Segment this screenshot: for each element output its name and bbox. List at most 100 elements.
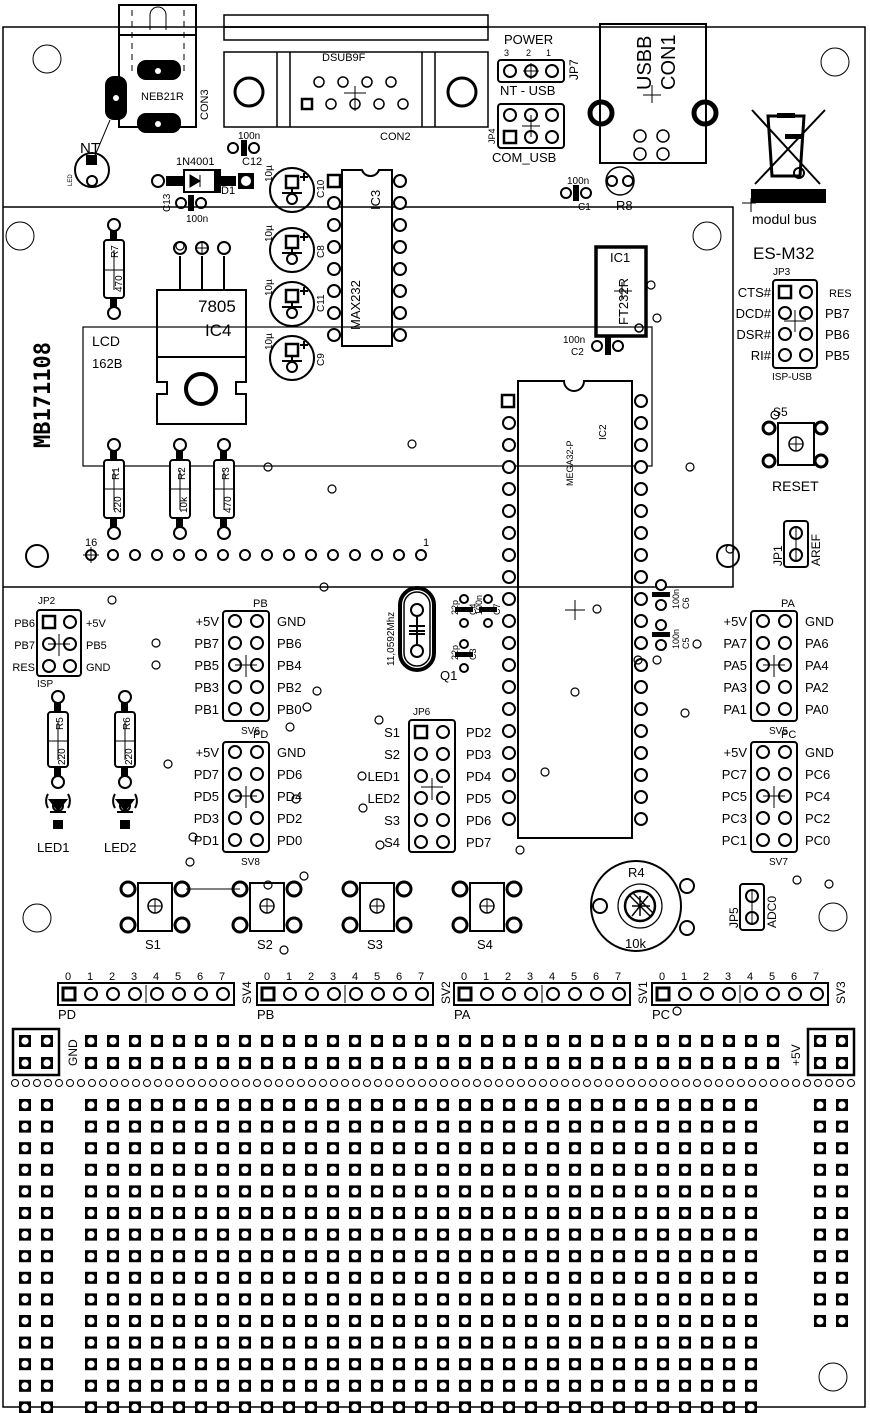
button-s3[interactable]: S3 [341,880,413,952]
jp6-right-label: PD5 [466,791,491,806]
header-right-label: PD2 [277,811,302,826]
strip-pin-number: 2 [703,971,709,983]
push-buttons: S1 S2 S3 S4 [119,880,523,952]
strip-pin-number: 3 [725,971,731,983]
strip-pin-number: 6 [197,971,203,983]
pin-pad [502,460,516,474]
pin-pad [393,306,407,320]
button-s1[interactable]: S1 [119,880,191,952]
pin-pad [766,987,780,1001]
electrolytic-cap [269,281,315,327]
max232-ref: IC3 [368,190,383,210]
dsub-part: DSUB9F [322,52,366,64]
strip-pin-number: 6 [593,971,599,983]
pin-pad [63,659,77,673]
strip-ref: SV4 [240,981,254,1004]
jp5-adc0-jumper[interactable]: JP5 ADC0 [727,883,779,931]
r7-value: 470 [114,275,125,292]
header-left-label: +5V [724,614,748,629]
via [770,410,780,420]
pin-pad [283,549,295,561]
cap-value: 100n [671,629,681,649]
pin-pad [228,614,242,628]
resistor-ref: R3 [221,467,232,480]
reset-button-s5[interactable]: S5 RESET [761,405,829,494]
pin-pad [118,690,132,704]
jp3-ref: JP3 [773,267,791,278]
strip-pin-number: 1 [681,971,687,983]
pin-pad [810,987,824,1001]
crystal-ref: Q1 [440,668,457,683]
pin-pad [756,614,770,628]
pot-value: 10k [625,936,646,951]
jp1-aref-jumper[interactable]: JP1 AREF [771,520,823,568]
strip-port-label: PB [257,1007,274,1022]
led-resistor-ref: R6 [122,717,133,730]
jp6-right-label: PD2 [466,725,491,740]
usb-part: USBB [634,36,656,90]
potentiometer-r4[interactable]: R4 10k [590,860,695,952]
header-ref: SV8 [241,857,260,868]
cap-value: 10µ [264,279,275,296]
jp4-com-usb-jumper[interactable]: JP4 COM_USB [487,103,565,165]
nt-led-tag: LED [68,174,74,186]
via [175,241,185,251]
jp3-right-label: PB6 [825,327,850,342]
jp7-sub: NT - USB [500,83,555,98]
pin-pad [634,460,648,474]
pin-pad [393,328,407,342]
jp7-pin-label: 3 [504,48,509,58]
power-jack: NEB21R CON3 [105,4,211,133]
crystal-q1[interactable]: 11,0592Mhz Q1 [386,586,457,683]
jp3-bottom: ISP-USB [772,372,812,383]
gnd-rail-block: GND [11,1027,80,1077]
jp6-right-label: PD6 [466,813,491,828]
button-s2[interactable]: S2 [231,880,303,952]
pin-pad [327,987,341,1001]
button-s4[interactable]: S4 [451,880,523,952]
header-left-label: PB1 [194,702,219,717]
jp7-power-jumper[interactable]: POWER 3 2 1 JP7 NT - USB [497,32,581,98]
pin-pad [250,745,264,759]
header-ref: SV7 [769,857,788,868]
c13-ref: C13 [162,193,173,212]
pin-pad [436,791,450,805]
pin-pad [129,549,141,561]
pin-pad [286,361,298,373]
resistor-r7: R7 470 [103,218,125,320]
pin-pad [349,549,361,561]
jp2-left-label: PB7 [14,640,35,652]
reset-label: RESET [772,478,819,494]
header-right-label: PB4 [277,658,302,673]
jp3-right-label: PB5 [825,348,850,363]
jp7-pin-label: 2 [526,48,531,58]
cap-value: 100n [671,589,681,609]
pin-pad [502,680,516,694]
pin-pad [722,987,736,1001]
header-ref: SV5 [769,726,788,737]
pin-pad [63,615,77,629]
capacitor-c13: C13 100n [162,193,208,225]
strip-pin-number: 5 [374,971,380,983]
cap-value: 22p [450,600,460,615]
pin-pad [502,702,516,716]
button-label: S1 [145,937,161,952]
cap-ref: C4 [468,603,478,615]
header-right-label: PB2 [277,680,302,695]
pin-pad [414,835,428,849]
pin-pad [228,767,242,781]
header-left-label: +5V [724,745,748,760]
